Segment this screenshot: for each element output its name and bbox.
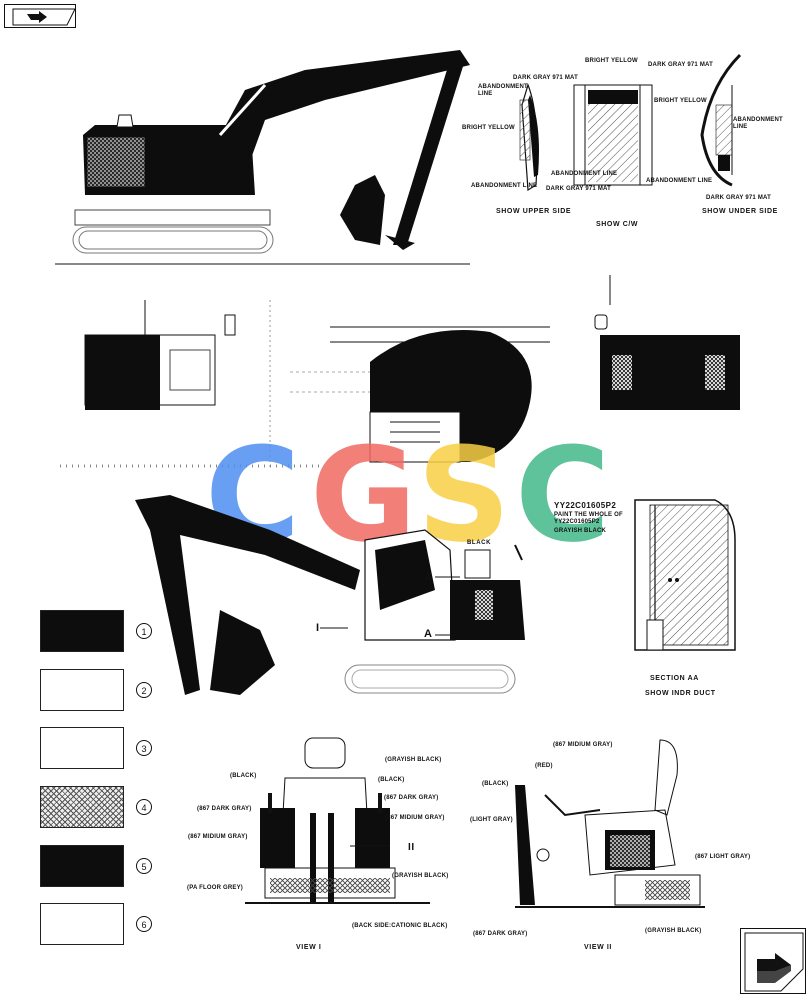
caption-show-cw: SHOW C/W — [596, 221, 639, 228]
section-aa-part-no: YY22C01605P2 — [554, 501, 617, 510]
label-v2-grayish-black: (GRAYISH BLACK) — [645, 928, 702, 934]
legend-number-3: 3 — [136, 740, 152, 756]
watermark: C G S C — [205, 430, 625, 560]
watermark-letter-c2: C — [515, 419, 611, 571]
caption-section-aa: SECTION AA — [650, 675, 699, 682]
label-bright-yellow-right: BRIGHT YELLOW — [654, 98, 707, 104]
legend-number-2: 2 — [136, 682, 152, 698]
section-aa-color-label: GRAYISH BLACK — [554, 528, 607, 534]
label-v1-dark-gray-left: (867 DARK GRAY) — [197, 806, 252, 812]
label-bright-yellow-left: BRIGHT YELLOW — [462, 125, 515, 131]
label-abandonment-line-right: ABANDONMENT LINE — [733, 117, 783, 130]
next-page-button[interactable] — [740, 928, 806, 994]
legend-swatch-1 — [40, 610, 124, 652]
front-view-right — [594, 275, 740, 410]
section-aa-note-line1: PAINT THE WHOLE OF — [554, 512, 623, 518]
excavator-side-view-middle — [135, 495, 525, 695]
label-abandonment-line-top-left: ABANDONMENT LINE — [478, 84, 528, 97]
top-view-center — [290, 326, 550, 463]
section-mark-a-bottom: A — [424, 628, 433, 640]
caption-show-upper-side: SHOW UPPER SIDE — [496, 208, 572, 215]
caption-view-ii: VIEW II — [584, 944, 612, 951]
label-dark-gray-mat-bottom-right: DARK GRAY 971 MAT — [706, 195, 771, 201]
dotted-ruler — [60, 300, 320, 470]
label-bright-yellow-top: BRIGHT YELLOW — [585, 58, 638, 64]
label-abandonment-line-mid: ABANDONMENT LINE — [551, 171, 618, 177]
legend-number-1: 1 — [136, 623, 152, 639]
label-dark-gray-mat-top-left: DARK GRAY 971 MAT — [513, 75, 578, 81]
label-v1-back-side: (BACK SIDE:CATIONIC BLACK) — [352, 923, 448, 929]
track-links — [72, 226, 274, 254]
label-v1-grayish-black-top: (GRAYISH BLACK) — [385, 757, 442, 763]
label-dark-gray-mat-top-right: DARK GRAY 971 MAT — [648, 62, 713, 68]
label-v1-medium-gray-left: (867 MIDIUM GRAY) — [188, 834, 248, 840]
label-v1-medium-gray-right: (867 MIDIUM GRAY) — [385, 815, 445, 821]
view-mark-i: I — [316, 622, 320, 634]
label-v2-black: (BLACK) — [482, 781, 509, 787]
legend-swatch-4 — [40, 786, 124, 828]
caption-show-under-side: SHOW UNDER SIDE — [702, 208, 778, 215]
section-mark-a-top: A — [424, 572, 433, 584]
label-abandonment-line-mid2: ABANDONMENT LINE — [646, 178, 713, 184]
legend-number-6: 6 — [136, 916, 152, 932]
view1-arrow-mark: II — [408, 842, 415, 853]
label-v1-dark-gray-right: (867 DARK GRAY) — [384, 795, 439, 801]
label-v2-red: (RED) — [535, 763, 553, 769]
label-dark-gray-mat-bottom-mid: DARK GRAY 971 MAT — [546, 186, 611, 192]
legend-swatch-3 — [40, 727, 124, 769]
rear-view-left — [84, 300, 236, 410]
section-aa-note-line2: YY22C01605P2 — [554, 519, 600, 525]
label-v1-grayish-black-bottom: (GRAYISH BLACK) — [392, 873, 449, 879]
label-v1-black-right: (BLACK) — [378, 777, 405, 783]
label-abandonment-line-bottom-left: ABANDONMENT LINE — [471, 183, 538, 189]
counterweight-views — [519, 53, 742, 192]
view-ii-seat-side — [515, 739, 705, 908]
legend-swatch-2 — [40, 669, 124, 711]
label-black-side: BLACK — [467, 540, 491, 546]
legend-number-5: 5 — [136, 858, 152, 874]
prev-page-button[interactable] — [4, 4, 76, 28]
arrow-next-icon — [12, 8, 76, 26]
caption-show-indr-duct: SHOW INDR DUCT — [645, 690, 716, 697]
label-v1-black-left: (BLACK) — [230, 773, 257, 779]
label-v2-dark-gray: (867 DARK GRAY) — [473, 931, 528, 937]
arrow-next-icon — [744, 932, 804, 992]
legend-swatch-5 — [40, 845, 124, 887]
section-aa-drawing — [634, 499, 736, 651]
caption-view-i: VIEW I — [296, 944, 322, 951]
legend-number-4: 4 — [136, 799, 152, 815]
label-v1-floor: (PA FLOOR GREY) — [187, 885, 243, 891]
label-v2-light-gray-right: (867 LIGHT GRAY) — [695, 854, 751, 860]
excavator-side-view-top — [55, 50, 470, 265]
view-i-seat-front — [245, 737, 430, 904]
legend-swatch-6 — [40, 903, 124, 945]
label-v2-light-gray-left: (LIGHT GRAY) — [470, 817, 513, 823]
label-v2-medium-gray: (867 MIDIUM GRAY) — [553, 742, 613, 748]
